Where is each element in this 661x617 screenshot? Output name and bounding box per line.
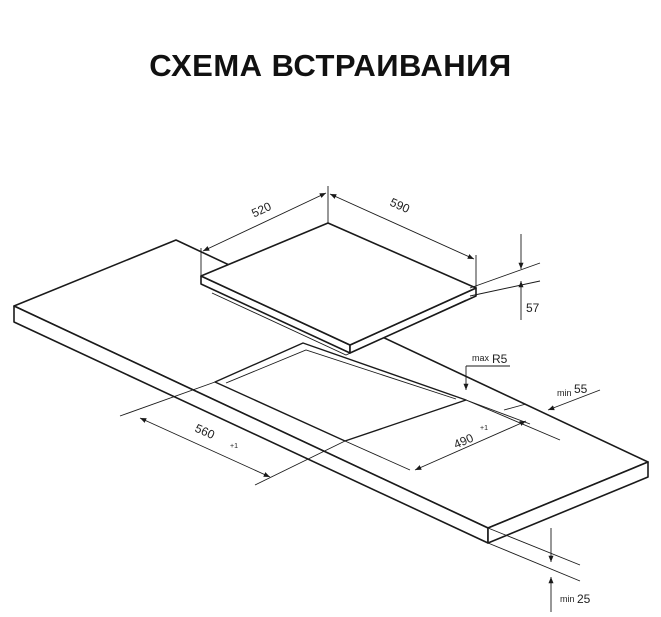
label-hob-depth: 520 xyxy=(249,199,273,220)
label-rear-clearance: 55 xyxy=(574,382,588,396)
page-title: СХЕМА ВСТРАИВАНИЯ xyxy=(149,48,512,83)
cutout-inner-edge xyxy=(225,349,457,400)
label-cutout-width-tolerance: +1 xyxy=(230,443,238,450)
label-cutout-depth-tolerance: +1 xyxy=(480,425,488,432)
dimension-hob-height: 57 xyxy=(469,234,541,320)
dimension-worktop-thickness: min 25 xyxy=(487,527,591,612)
hob-glass-edge xyxy=(211,292,467,356)
label-thickness-prefix: min xyxy=(560,594,575,604)
label-corner-radius: R5 xyxy=(492,352,508,366)
label-worktop-thickness: 25 xyxy=(577,592,591,606)
worktop-right-edge xyxy=(487,461,649,544)
dimension-rear-clearance: min 55 xyxy=(465,382,601,441)
label-rear-prefix: min xyxy=(557,388,572,398)
label-hob-width: 590 xyxy=(388,195,412,216)
dimension-corner-radius: max R5 xyxy=(463,352,510,390)
dimension-cutout-width: 560 +1 xyxy=(119,381,346,486)
label-hob-height: 57 xyxy=(526,301,540,315)
label-cutout-width: 560 xyxy=(193,421,217,442)
label-radius-prefix: max xyxy=(472,353,490,363)
